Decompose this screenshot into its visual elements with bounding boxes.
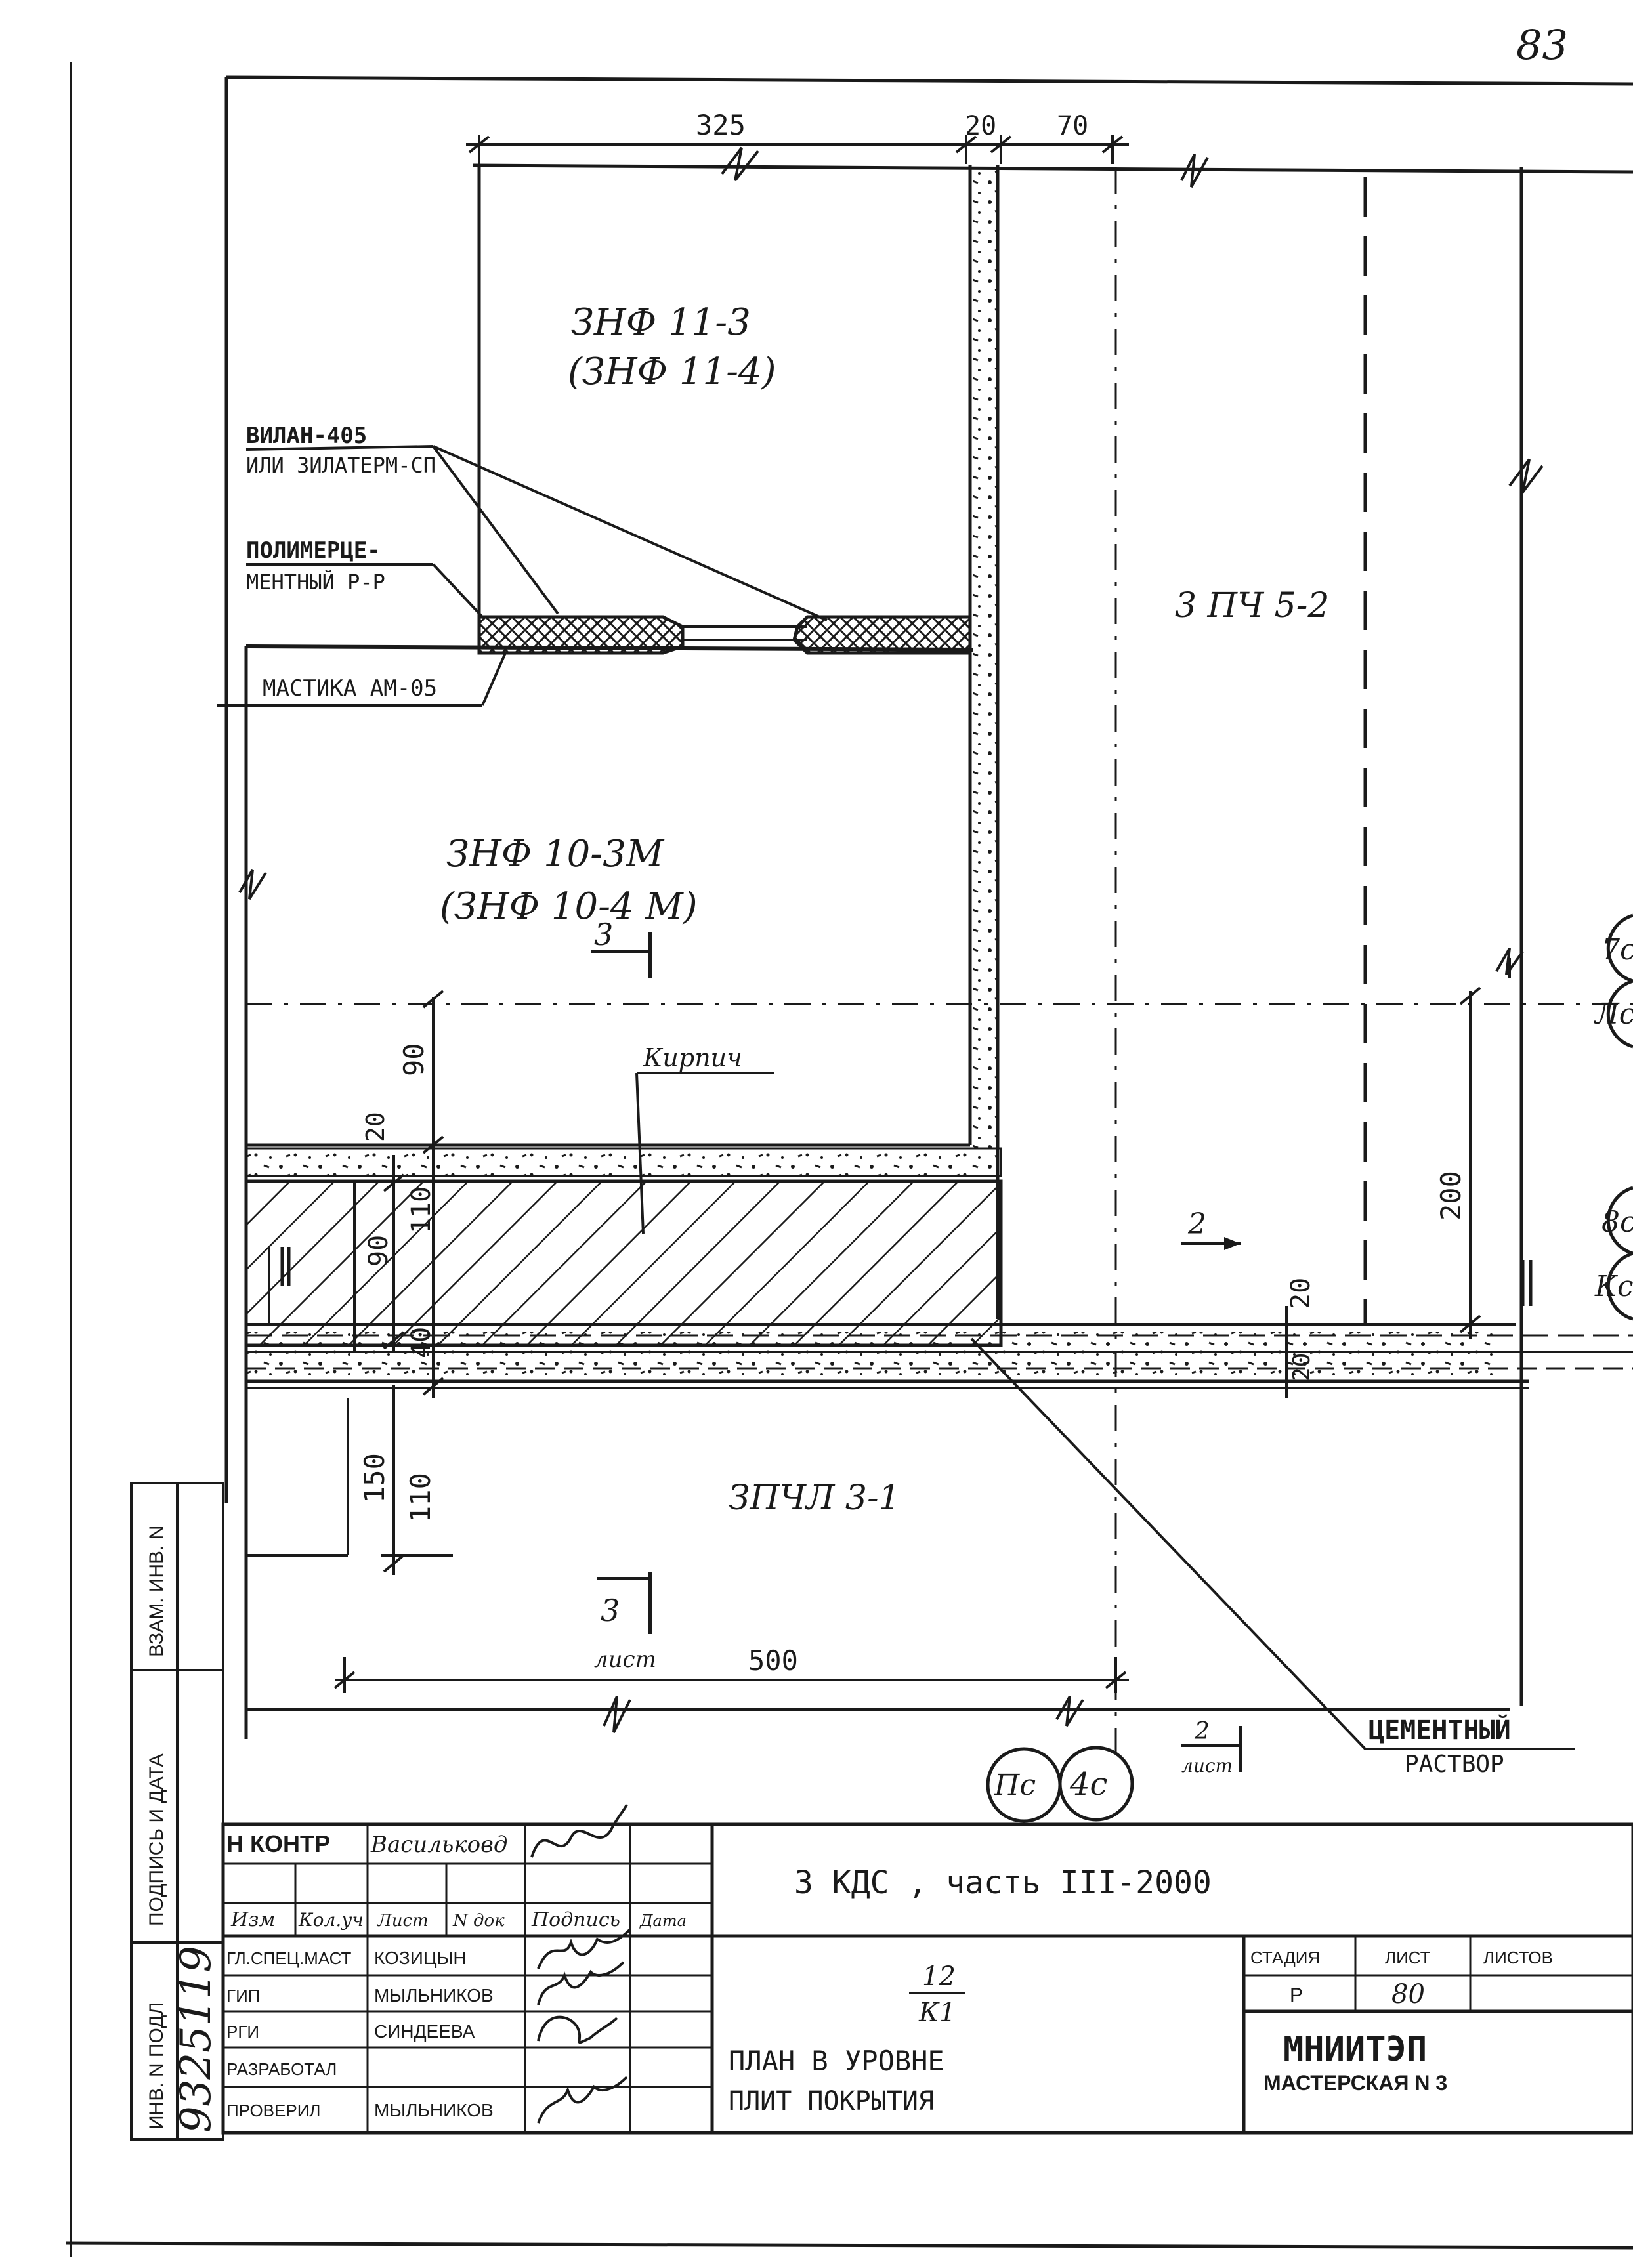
signatures xyxy=(537,1928,631,2124)
section-2-bottom-label: 2 xyxy=(1194,1718,1210,1745)
top-dimension-chain xyxy=(466,135,1633,188)
polymer-label-2: МЕНТНЫЙ Р-Р xyxy=(246,570,385,595)
vilan-label: ВИЛАН-405 xyxy=(246,423,367,449)
stage-label: СТАДИЯ xyxy=(1250,1948,1320,1967)
page-number: 83 xyxy=(1516,21,1568,69)
dim-20-right-a: 20 xyxy=(1286,1278,1316,1309)
bottom-dimension-chain xyxy=(246,1657,1510,1733)
dim-500: 500 xyxy=(748,1645,798,1677)
n-kontr-role: Н КОНТР xyxy=(226,1830,330,1857)
title-block-grid xyxy=(221,1822,1633,2135)
panel-right-outline xyxy=(1114,167,1544,1765)
sheet-frame xyxy=(65,62,1633,2258)
sheets-label: ЛИСТОВ xyxy=(1483,1948,1553,1967)
axis-kc: Кс xyxy=(1594,1270,1633,1303)
polymer-label-1: ПОЛИМЕРЦЕ- xyxy=(246,537,381,564)
axis-bubble-group-bottom xyxy=(986,1746,1134,1823)
dim-90-top: 90 xyxy=(398,1043,430,1076)
code-bottom: К1 xyxy=(918,1998,956,2028)
sheet-title-1: ПЛАН В УРОВНЕ xyxy=(729,2045,944,2077)
dim-90-left: 90 xyxy=(364,1235,394,1267)
axis-bubble-group-right xyxy=(1606,914,1633,1321)
row-role-0: ГЛ.СПЕЦ.МАСТ xyxy=(226,1948,352,1968)
section-2-bottom-marker xyxy=(1181,1726,1242,1772)
dim-40-left: 40 xyxy=(406,1327,436,1358)
project-title: 3 КДС , часть III-2000 xyxy=(794,1864,1212,1901)
panel-upper-alt-label: (ЗНФ 11-4) xyxy=(568,350,776,393)
sheet-value: 80 xyxy=(1391,1979,1425,2009)
cement-label-2: РАСТВОР xyxy=(1405,1751,1504,1778)
section-2-sheet-word: лист xyxy=(1181,1755,1233,1776)
dim-20-top: 20 xyxy=(965,111,996,141)
row-role-2: РГИ xyxy=(226,2022,259,2042)
vilan-alt-label: ИЛИ ЗИЛАТЕРМ-СП xyxy=(246,453,436,478)
panel-upper-label: ЗНФ 11-3 xyxy=(571,301,751,344)
dim-20-left: 20 xyxy=(361,1112,390,1142)
org-workshop: МАСТЕРСКАЯ N 3 xyxy=(1263,2071,1447,2095)
sheet-label: ЛИСТ xyxy=(1385,1948,1431,1967)
header-n-dok: N док xyxy=(452,1911,505,1931)
section-1-marker-right xyxy=(1521,1260,1533,1306)
sealed-joint xyxy=(244,615,973,1739)
panel-bottom-label: ЗПЧЛ 3-1 xyxy=(729,1479,901,1518)
section-3-bottom-label: 3 xyxy=(601,1593,620,1628)
side-stamp xyxy=(130,1482,224,2141)
section-3-bottom-marker xyxy=(597,1572,652,1634)
n-kontr-signature xyxy=(530,1804,628,1858)
right-vertical-dimensions xyxy=(1285,948,1524,1398)
row-role-3: РАЗРАБОТАЛ xyxy=(226,2059,337,2079)
header-izm: Изм xyxy=(230,1908,275,1931)
stage-value: Р xyxy=(1290,1984,1303,2006)
side-stamp-inv-podl: ИНВ. N ПОДЛ xyxy=(146,2002,167,2130)
dim-110-bottom: 110 xyxy=(404,1473,436,1522)
side-stamp-vzam: ВЗАМ. ИНВ. N xyxy=(146,1526,167,1657)
row-role-1: ГИП xyxy=(226,1986,260,2006)
org-name: МНИИТЭП xyxy=(1283,2030,1427,2069)
header-kol-uch: Кол.уч xyxy=(298,1909,364,1931)
axis-7c: 7с xyxy=(1601,933,1633,967)
axis-4c: 4с xyxy=(1069,1766,1107,1803)
dim-325: 325 xyxy=(696,109,746,141)
side-stamp-podpis: ПОДПИСЬ И ДАТА xyxy=(146,1754,167,1926)
row-name-4: МЫЛЬНИКОВ xyxy=(374,2100,494,2120)
dim-150-left: 150 xyxy=(358,1453,391,1503)
axis-lc: Лс xyxy=(1594,998,1633,1031)
row-role-4: ПРОВЕРИЛ xyxy=(226,2101,320,2120)
cement-label-1: ЦЕМЕНТНЫЙ xyxy=(1368,1714,1511,1746)
section-3-top-marker xyxy=(591,932,652,978)
wall-layers xyxy=(244,1147,1633,1389)
row-name-0: КОЗИЦЫН xyxy=(374,1948,467,1968)
panel-middle-label: ЗНФ 10-3М xyxy=(446,833,665,875)
panel-right-label: 3 ПЧ 5-2 xyxy=(1175,586,1329,625)
sheet-title-2: ПЛИТ ПОКРЫТИЯ xyxy=(729,2086,934,2116)
section-2-marker xyxy=(1181,1237,1241,1250)
header-list: Лист xyxy=(376,1911,429,1931)
leader-lines xyxy=(217,445,1575,1750)
row-name-1: МЫЛЬНИКОВ xyxy=(374,1985,494,2006)
left-vertical-dimensions xyxy=(246,990,453,1575)
panel-middle-alt-label: (ЗНФ 10-4 М) xyxy=(440,885,698,928)
section-1-marker-left xyxy=(280,1247,291,1286)
axis-8c: 8с xyxy=(1601,1206,1633,1239)
panel-middle-outline xyxy=(238,869,1633,1147)
section-2-label: 2 xyxy=(1187,1208,1206,1241)
axis-pc: Пс xyxy=(994,1769,1036,1802)
header-podpis: Подпись xyxy=(531,1908,620,1931)
dim-70: 70 xyxy=(1057,111,1088,141)
section-3-top-label: 3 xyxy=(594,917,613,952)
dim-20-right-b: 20 xyxy=(1288,1353,1315,1381)
dim-200-right: 200 xyxy=(1435,1171,1467,1221)
mastika-label: МАСТИКА АМ-05 xyxy=(263,675,437,702)
side-stamp-inv-number: 9325119 xyxy=(172,1946,221,2133)
section-3-sheet-word: лист xyxy=(594,1647,656,1673)
kirpich-label: Кирпич xyxy=(643,1043,742,1072)
header-data: Дата xyxy=(639,1912,687,1930)
panel-upper-outline xyxy=(477,165,1000,1319)
dim-110-left: 110 xyxy=(406,1186,436,1234)
n-kontr-name: Васильковд xyxy=(370,1832,507,1858)
row-name-2: СИНДЕЕВА xyxy=(374,2021,475,2042)
code-top: 12 xyxy=(922,1962,956,1992)
